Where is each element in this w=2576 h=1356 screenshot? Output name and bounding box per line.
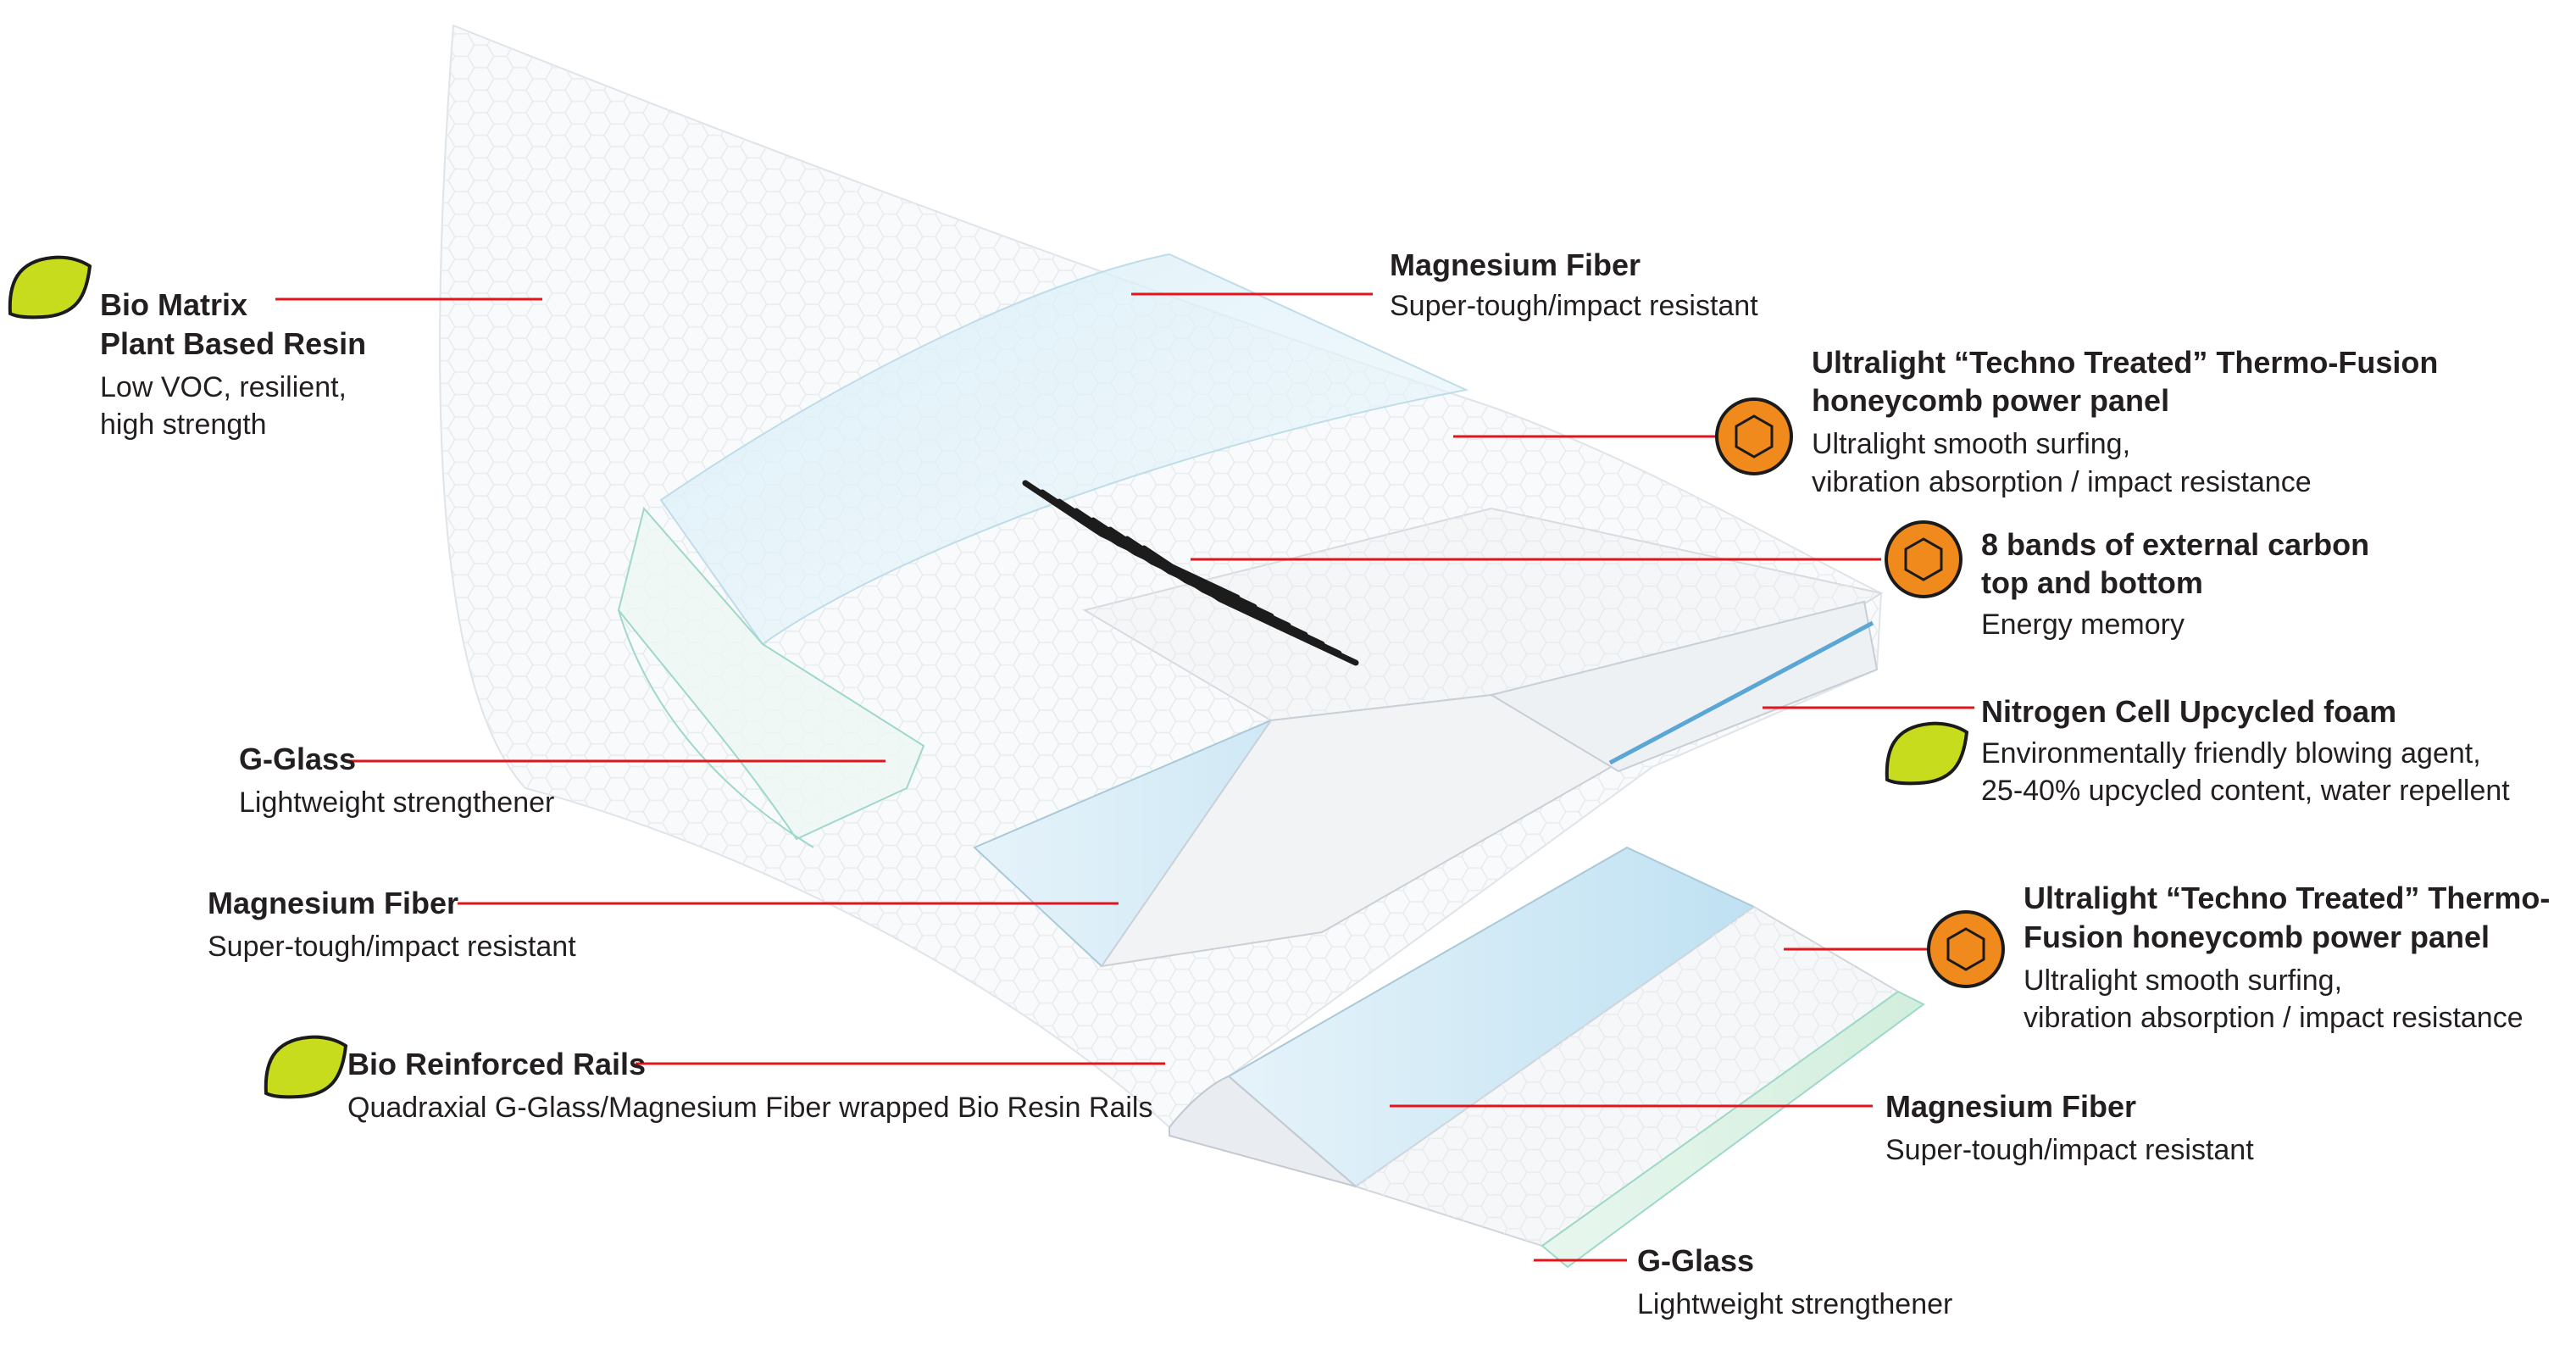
label-description: Super-tough/impact resistant <box>208 931 576 963</box>
label-description: Lightweight strengthener <box>239 786 554 819</box>
label-description: 25-40% upcycled content, water repellent <box>1981 775 2510 807</box>
label-title: Bio Matrix <box>100 287 247 322</box>
label-title: Magnesium Fiber <box>1390 247 1641 282</box>
label-magnesium-fiber-mid: Magnesium Fiber Super-tough/impact resis… <box>208 886 576 963</box>
carbon-band <box>1141 545 1359 666</box>
label-title: Bio Reinforced Rails <box>347 1047 646 1081</box>
label-title: Plant Based Resin <box>100 326 366 361</box>
g-glass-sheet-left <box>617 506 925 841</box>
label-description: Low VOC, resilient, <box>100 371 347 403</box>
label-thermo-fusion-bottom: Ultralight “Techno Treated” Thermo- Fusi… <box>2024 881 2550 1034</box>
label-magnesium-fiber-bottom: Magnesium Fiber Super-tough/impact resis… <box>1885 1089 2254 1166</box>
leaf-icon <box>1885 721 1969 786</box>
hexagon-badge-icon <box>1715 397 1793 475</box>
hexagon-badge-icon <box>1885 520 1963 598</box>
label-title: Fusion honeycomb power panel <box>2024 920 2490 954</box>
leader-lines <box>275 292 1974 1262</box>
label-title: G-Glass <box>1637 1243 1754 1278</box>
leaf-icon <box>8 255 92 320</box>
label-title: Ultralight “Techno Treated” Thermo- <box>2024 881 2550 915</box>
label-thermo-fusion-top: Ultralight “Techno Treated” Thermo-Fusio… <box>1812 345 2438 498</box>
carbon-bands <box>1022 480 1359 666</box>
label-g-glass-top: G-Glass Lightweight strengthener <box>239 742 554 819</box>
label-description: high strength <box>100 408 267 441</box>
label-title: G-Glass <box>239 742 356 776</box>
label-bio-matrix: Bio Matrix Plant Based Resin Low VOC, re… <box>100 287 366 441</box>
label-title: honeycomb power panel <box>1812 383 2169 418</box>
labels: Bio Matrix Plant Based Resin Low VOC, re… <box>100 247 2550 1320</box>
icons <box>8 255 2005 1099</box>
magnesium-fiber-sheet-top <box>659 253 1469 646</box>
label-title: 8 bands of external carbon <box>1981 527 2369 562</box>
label-bio-rails: Bio Reinforced Rails Quadraxial G-Glass/… <box>347 1047 1153 1124</box>
label-title: Magnesium Fiber <box>208 886 458 920</box>
label-description: Environmentally friendly blowing agent, <box>1981 737 2481 770</box>
label-magnesium-fiber-top: Magnesium Fiber Super-tough/impact resis… <box>1390 247 1758 322</box>
hexagon-badge-icon <box>1927 910 2005 988</box>
label-description: Energy memory <box>1981 609 2185 641</box>
label-title: Ultralight “Techno Treated” Thermo-Fusio… <box>1812 345 2438 380</box>
label-carbon-bands: 8 bands of external carbon top and botto… <box>1981 527 2369 641</box>
board-illustration <box>439 24 1925 1269</box>
label-description: Ultralight smooth surfing, <box>2024 964 2342 997</box>
leaf-icon <box>264 1035 348 1099</box>
label-title: top and bottom <box>1981 565 2203 600</box>
foam-core <box>1489 600 1879 773</box>
label-description: Quadraxial G-Glass/Magnesium Fiber wrapp… <box>347 1092 1153 1124</box>
label-title: Magnesium Fiber <box>1885 1089 2136 1124</box>
label-description: Lightweight strengthener <box>1637 1288 1952 1320</box>
label-description: Super-tough/impact resistant <box>1885 1134 2254 1166</box>
label-title: Nitrogen Cell Upcycled foam <box>1981 694 2396 729</box>
label-nitrogen-foam: Nitrogen Cell Upcycled foam Environmenta… <box>1981 694 2510 807</box>
label-description: vibration absorption / impact resistance <box>2024 1002 2523 1034</box>
label-description: vibration absorption / impact resistance <box>1812 466 2312 498</box>
label-description: Ultralight smooth surfing, <box>1812 428 2130 460</box>
label-description: Super-tough/impact resistant <box>1390 290 1758 322</box>
label-g-glass-bottom: G-Glass Lightweight strengthener <box>1637 1243 1952 1320</box>
